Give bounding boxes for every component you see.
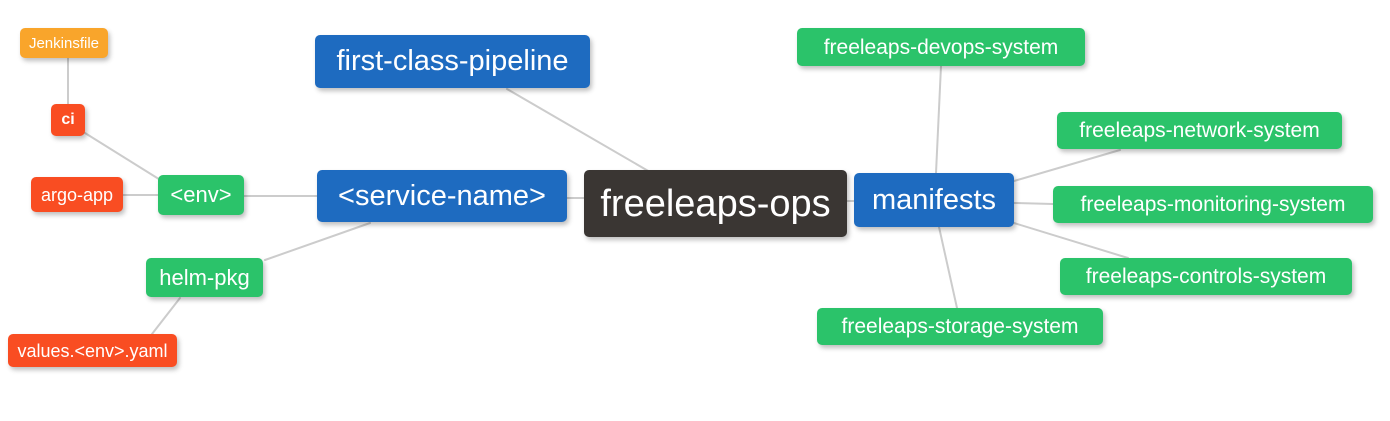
edge-manifests--freeleaps-network-system	[1013, 149, 1121, 182]
node-argo-app[interactable]: argo-app	[31, 177, 123, 212]
node-freeleaps-storage-system[interactable]: freeleaps-storage-system	[817, 308, 1103, 345]
node-freeleaps-devops-system[interactable]: freeleaps-devops-system	[797, 28, 1085, 66]
node-freeleaps-ops[interactable]: freeleaps-ops	[584, 170, 847, 237]
edge-ci--env	[84, 132, 163, 182]
edge-first-class-pipeline--freeleaps-ops	[506, 88, 651, 173]
node-helm-pkg[interactable]: helm-pkg	[146, 258, 263, 297]
node-values-env-yaml[interactable]: values.<env>.yaml	[8, 334, 177, 367]
node-manifests[interactable]: manifests	[854, 173, 1014, 227]
node-freeleaps-controls-system[interactable]: freeleaps-controls-system	[1060, 258, 1352, 295]
node-env[interactable]: <env>	[158, 175, 244, 215]
node-jenkinsfile[interactable]: Jenkinsfile	[20, 28, 108, 58]
node-first-class-pipeline[interactable]: first-class-pipeline	[315, 35, 590, 88]
edge-manifests--freeleaps-storage-system	[938, 226, 958, 309]
node-freeleaps-network-system[interactable]: freeleaps-network-system	[1057, 112, 1342, 149]
edge-values-env-yaml--helm-pkg	[151, 297, 181, 335]
node-ci[interactable]: ci	[51, 104, 85, 136]
node-freeleaps-monitoring-system[interactable]: freeleaps-monitoring-system	[1053, 186, 1373, 223]
edge-manifests--freeleaps-devops-system	[935, 65, 942, 174]
edge-manifests--freeleaps-controls-system	[1013, 222, 1129, 259]
edge-manifests--freeleaps-monitoring-system	[1013, 202, 1054, 205]
node-service-name[interactable]: <service-name>	[317, 170, 567, 222]
edge-helm-pkg--service-name	[264, 222, 371, 261]
